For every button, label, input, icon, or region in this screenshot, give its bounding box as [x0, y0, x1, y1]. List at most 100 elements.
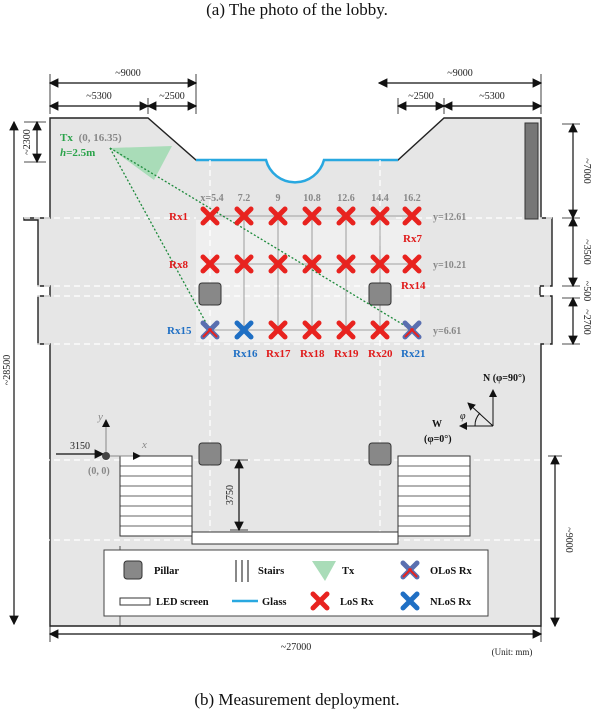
dim-left-small: ~2300	[22, 129, 33, 154]
legend-los: LoS Rx	[340, 597, 374, 608]
x-value: 10.8	[303, 193, 321, 204]
rx-marker-14	[402, 254, 422, 274]
stairs-right	[397, 455, 471, 537]
rx-marker-20	[370, 320, 390, 340]
dim-bottom-width: ~27000	[281, 642, 311, 653]
rx-marker-21	[402, 320, 422, 340]
dim-origin-offset: 3150	[70, 441, 90, 452]
tx-label: Tx (0, 16.35)	[60, 132, 122, 144]
rx-marker-10	[268, 254, 288, 274]
dim-top-right-total: ~9000	[447, 68, 472, 79]
legend-led: LED screen	[156, 597, 209, 608]
dim-top-right-b: ~5300	[479, 91, 504, 102]
dim-right-3500: ~3500	[581, 239, 592, 264]
rx-marker-17	[268, 320, 288, 340]
origin-point	[102, 452, 110, 460]
legend-los-icon	[310, 591, 330, 611]
pillar	[368, 442, 392, 466]
legend-olos: OLoS Rx	[430, 566, 472, 577]
x-value: x=5.4	[200, 193, 223, 204]
legend: Pillar Stairs Tx OLoS Rx LED screen Glas…	[103, 549, 489, 617]
compass-phi: φ	[460, 411, 466, 422]
pillars	[198, 282, 392, 466]
rx-marker-3	[268, 206, 288, 226]
wall-block	[524, 122, 539, 220]
x-value: 16.2	[403, 193, 421, 204]
rx-marker-8	[200, 254, 220, 274]
y-value: y=12.61	[433, 212, 466, 223]
y-value: y=6.61	[433, 326, 461, 337]
dim-right-9000: ~9000	[563, 527, 574, 552]
caption-deployment: (b) Measurement deployment.	[194, 690, 400, 709]
compass-north: N (φ=90°)	[483, 373, 525, 384]
legend-nlos: NLoS Rx	[430, 597, 472, 608]
rx-label-21: Rx21	[401, 348, 425, 360]
rx-marker-18	[302, 320, 322, 340]
tx-antenna	[110, 146, 172, 180]
x-value: 9	[276, 193, 281, 204]
origin-label: (0, 0)	[88, 466, 110, 477]
x-value: 12.6	[337, 193, 355, 204]
legend-stairs-icon	[235, 560, 249, 582]
rx-label-1: Rx1	[169, 211, 188, 223]
pillar	[368, 282, 392, 306]
rx-marker-2	[234, 206, 254, 226]
led-screen	[191, 531, 399, 545]
rx-marker-1	[200, 206, 220, 226]
rx-label-20: Rx20	[368, 348, 393, 360]
rx-marker-6	[370, 206, 390, 226]
legend-tx-icon	[312, 561, 336, 581]
x-value: 7.2	[238, 193, 251, 204]
dim-top-left-b: ~2500	[159, 91, 184, 102]
rx-label-17: Rx17	[266, 348, 291, 360]
unit-note: (Unit: mm)	[492, 647, 533, 657]
tx-height: h=2.5m	[60, 147, 95, 159]
dim-right-7000: ~7000	[581, 158, 592, 183]
rx-label-8: Rx8	[169, 259, 188, 271]
rx-label-7: Rx7	[403, 233, 422, 245]
rx-label-19: Rx19	[334, 348, 359, 360]
rx-marker-12	[336, 254, 356, 274]
dim-right-2700: ~2700	[581, 309, 592, 334]
dim-stair-gap: 3750	[225, 485, 236, 505]
axis-y-label: y	[97, 411, 103, 423]
dim-left-height: ~28500	[2, 355, 13, 385]
glass-wall	[196, 158, 398, 184]
pillar	[198, 442, 222, 466]
legend-pillar: Pillar	[154, 566, 179, 577]
legend-olos-icon	[400, 560, 420, 580]
dim-top-left-a: ~5300	[86, 91, 111, 102]
rx-label-18: Rx18	[300, 348, 325, 360]
dim-top-right-a: ~2500	[408, 91, 433, 102]
compass	[459, 389, 497, 430]
rx-marker-15	[200, 320, 220, 340]
legend-tx: Tx	[342, 566, 355, 577]
rx-marker-4	[302, 206, 322, 226]
rx-marker-11	[302, 254, 322, 274]
rx-label-16: Rx16	[233, 348, 258, 360]
rx-label-14: Rx14	[401, 280, 426, 292]
legend-nlos-icon	[400, 591, 420, 611]
stairs-left	[119, 455, 193, 537]
legend-led-icon	[119, 597, 151, 606]
legend-pillar-icon	[123, 560, 143, 580]
dim-top-left-total: ~9000	[115, 68, 140, 79]
rx-marker-9	[234, 254, 254, 274]
compass-west: W	[432, 419, 442, 430]
rx-marker-16	[234, 320, 254, 340]
tx-rays	[109, 147, 413, 331]
axis-x-label: x	[141, 439, 147, 451]
rx-markers	[200, 206, 422, 340]
rx-marker-7	[402, 206, 422, 226]
pillar	[198, 282, 222, 306]
x-value: 14.4	[371, 193, 389, 204]
dim-right-500: ~500	[581, 281, 592, 301]
rx-label-15: Rx15	[167, 325, 192, 337]
legend-stairs: Stairs	[258, 566, 284, 577]
origin-axes	[102, 419, 141, 460]
y-value: y=10.21	[433, 260, 466, 271]
compass-west-phi: (φ=0°)	[424, 434, 452, 445]
legend-glass: Glass	[262, 597, 287, 608]
rx-marker-13	[370, 254, 390, 274]
